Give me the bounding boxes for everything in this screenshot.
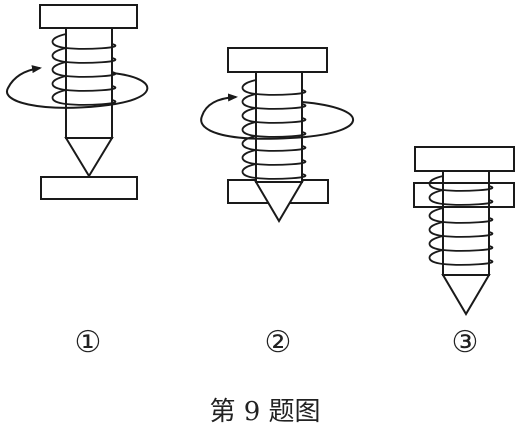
panel-3-screw-head bbox=[414, 146, 515, 172]
panel-3-threads bbox=[428, 175, 494, 266]
panel-3-board bbox=[413, 182, 515, 208]
panel-1-label: ① bbox=[75, 325, 102, 360]
panel-1-screw-tip bbox=[64, 137, 114, 178]
panel-3-screw-through-board bbox=[413, 146, 515, 316]
panel-3-label: ③ bbox=[452, 325, 479, 360]
panel-2-screw-entering-board bbox=[200, 47, 354, 223]
panel-1-board bbox=[40, 176, 138, 200]
panel-3-screw-tip bbox=[441, 274, 491, 316]
panel-1-rotation-arrow bbox=[6, 65, 149, 109]
figure-caption: 第 9 题图 bbox=[209, 397, 320, 427]
panel-1-screw-above-board bbox=[6, 4, 149, 200]
panel-1-screw-shaft bbox=[65, 27, 113, 139]
panel-1-threads bbox=[51, 33, 117, 106]
panel-1-screw-head bbox=[39, 4, 138, 29]
panel-2-screw-tip bbox=[254, 181, 304, 223]
panel-2-threads bbox=[241, 79, 307, 180]
panel-2-screw-head bbox=[227, 47, 328, 73]
panel-2-rotation-arrow bbox=[200, 93, 354, 140]
panel-2-label: ② bbox=[265, 325, 292, 360]
